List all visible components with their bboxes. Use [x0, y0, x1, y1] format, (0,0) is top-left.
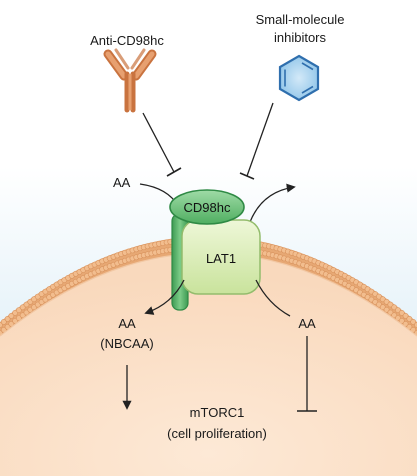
cd98hc-label: CD98hc [184, 200, 231, 215]
membrane-lipid-head [12, 309, 18, 316]
efflux-arrow [249, 183, 296, 223]
membrane-lipid-head [15, 307, 22, 313]
membrane-lipid-head [398, 317, 405, 324]
aa-inside-left-label: AA [118, 316, 136, 331]
membrane-lipid-head [387, 301, 394, 308]
cd98hc-ectodomain [169, 189, 245, 225]
cell-cytoplasm [0, 253, 417, 476]
inhibitors-label: inhibitors [274, 30, 327, 45]
membrane-lipid-head [15, 315, 22, 321]
membrane-lipid-head [402, 312, 409, 319]
membrane-lipid-head [12, 317, 18, 324]
antibody-inhibition-line [142, 112, 182, 177]
membrane-lipid-head [391, 304, 398, 311]
mtorc1-label: mTORC1 [190, 405, 245, 420]
nbcaa-label: (NBCAA) [100, 336, 153, 351]
aa-efflux-curve [255, 279, 291, 317]
anti-cd98hc-label: Anti-CD98hc [90, 33, 164, 48]
membrane-lipid-head [4, 315, 11, 322]
membrane-lipid-head [395, 315, 401, 321]
small-molecule-label: Small-molecule [256, 12, 345, 27]
membrane-lipid-head [395, 307, 401, 313]
membrane-lipid-head [410, 318, 417, 325]
influx-arrow [144, 279, 185, 315]
benzene-ring-icon [278, 54, 320, 102]
inhibitor-inhibition-line [239, 102, 274, 180]
membrane-lipid-head [19, 312, 26, 319]
membrane-lipid-head [391, 312, 398, 319]
membrane-lipid-head [406, 315, 413, 322]
aa-inside-right-label: AA [298, 316, 316, 331]
membrane-lipid-head [8, 312, 15, 319]
aa-outside-label: AA [113, 175, 131, 190]
mtorc1-inhibition-line [297, 336, 317, 412]
lat1-label: LAT1 [206, 251, 236, 266]
membrane-lipid-head [19, 304, 26, 311]
membrane-lipid-head [0, 318, 7, 325]
membrane-lipid-head [398, 309, 405, 316]
membrane-lipid-head [387, 309, 394, 316]
cell-proliferation-label: (cell proliferation) [167, 426, 267, 441]
y-shaped-antibody-icon [103, 48, 157, 113]
